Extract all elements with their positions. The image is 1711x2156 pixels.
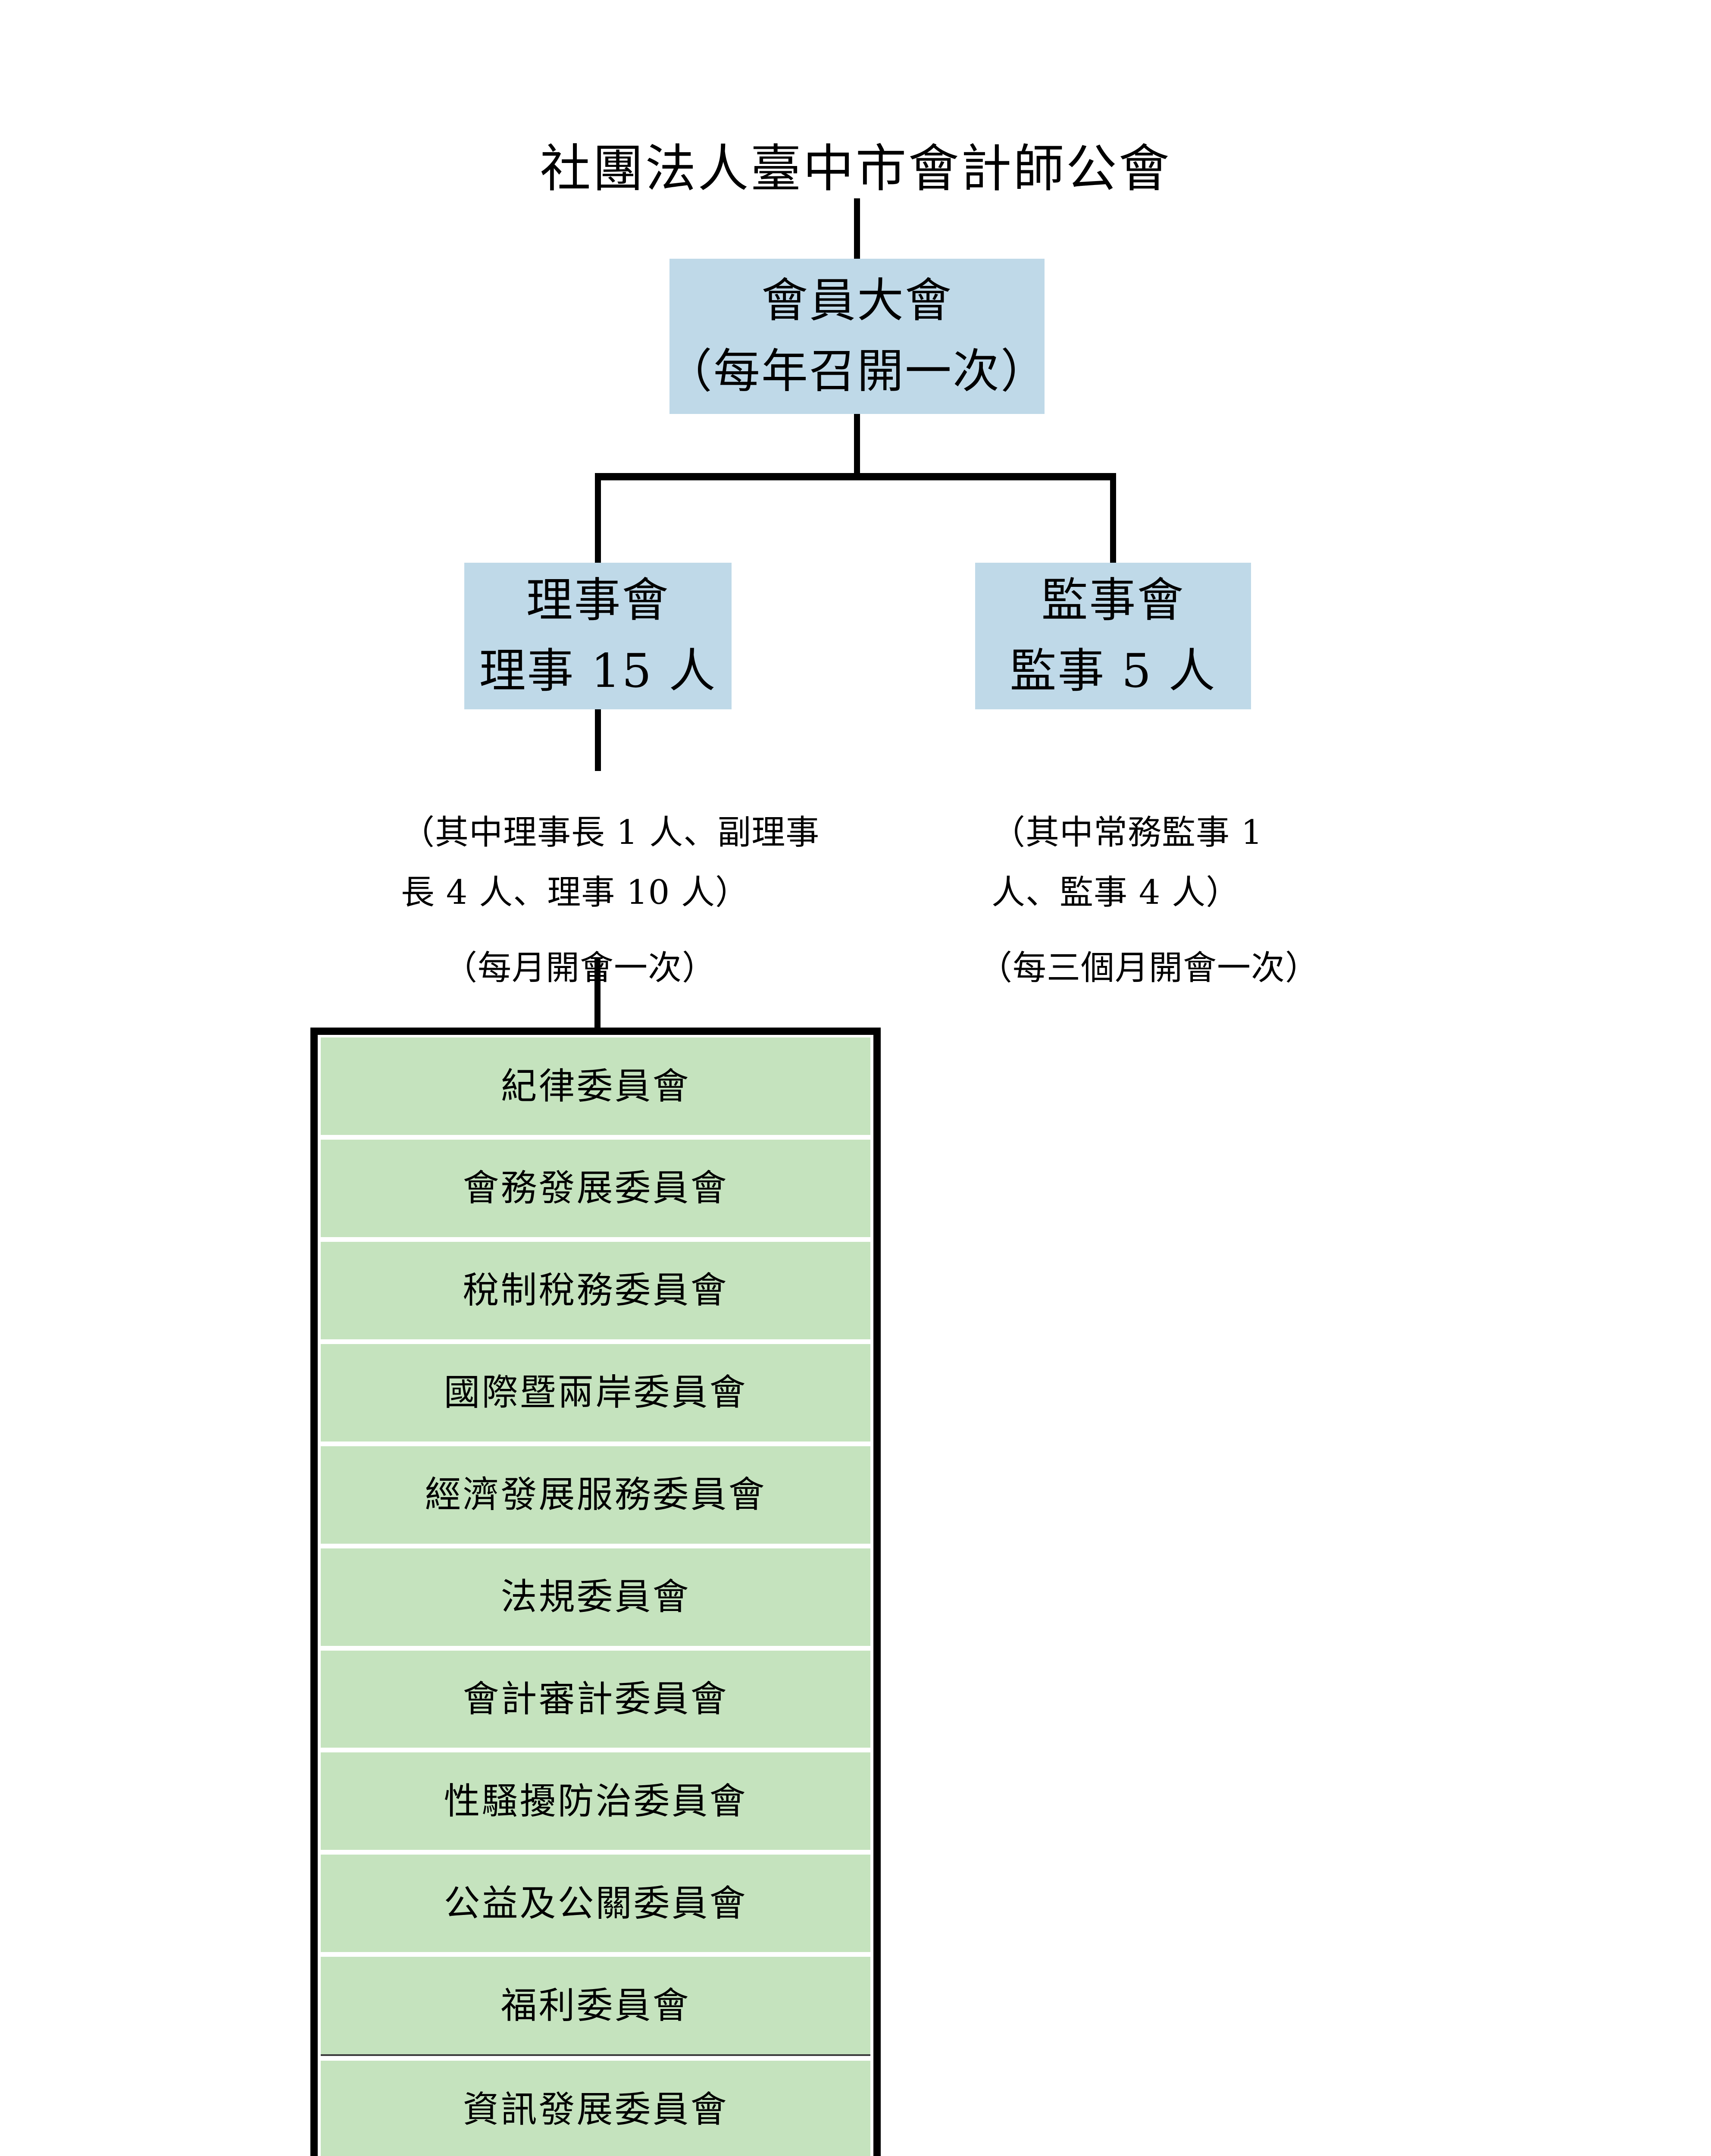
- committee-item[interactable]: 公益及公關委員會: [321, 1855, 870, 1952]
- annotation-board-of-directors: （其中理事長 1 人、副理事長 4 人、理事 10 人） （每月開會一次）: [401, 803, 836, 998]
- committee-item[interactable]: 資訊發展委員會: [321, 2061, 870, 2156]
- committee-item-label: 福利委員會: [500, 1984, 691, 2027]
- committee-item-label: 稅制稅務委員會: [463, 1269, 729, 1312]
- committee-item[interactable]: 紀律委員會: [321, 1037, 870, 1135]
- node-member-assembly-detail: （每年召開一次）: [666, 345, 1049, 398]
- connector-assembly-down: [854, 414, 860, 475]
- committee-item-label: 性騷擾防治委員會: [444, 1780, 748, 1823]
- annotation-supervisors-composition: （其中常務監事 1 人、監事 4 人）: [992, 813, 1263, 912]
- committee-item-label: 資訊發展委員會: [463, 2088, 729, 2131]
- committees-container: 紀律委員會會務發展委員會稅制稅務委員會國際暨兩岸委員會經濟發展服務委員會法規委員…: [310, 1028, 881, 2156]
- annotation-board-of-supervisors: （其中常務監事 1 人、監事 4 人） （每三個月開會一次）: [979, 803, 1319, 998]
- committee-item-label: 公益及公關委員會: [444, 1882, 748, 1924]
- committees-list: 紀律委員會會務發展委員會稅制稅務委員會國際暨兩岸委員會經濟發展服務委員會法規委員…: [321, 1037, 870, 2156]
- annotation-directors-frequency: （每月開會一次）: [443, 948, 716, 987]
- organization-title: 社團法人臺中市會計師公會: [540, 139, 1171, 198]
- committee-item[interactable]: 國際暨兩岸委員會: [321, 1344, 870, 1442]
- committee-item[interactable]: 稅制稅務委員會: [321, 1241, 870, 1339]
- connector-directors-to-committees: [594, 957, 601, 1030]
- node-board-of-directors-label: 理事會: [526, 573, 670, 627]
- committee-item[interactable]: 會計審計委員會: [321, 1650, 870, 1748]
- committee-item[interactable]: 福利委員會: [321, 1957, 870, 2056]
- annotation-directors-composition: （其中理事長 1 人、副理事長 4 人、理事 10 人）: [401, 813, 820, 912]
- connector-title-to-assembly: [854, 198, 860, 260]
- committee-item-label: 法規委員會: [500, 1576, 691, 1618]
- connector-split-left-drop: [595, 473, 601, 564]
- annotation-supervisors-frequency: （每三個月開會一次）: [979, 948, 1320, 987]
- committee-item-label: 經濟發展服務委員會: [425, 1473, 766, 1516]
- node-board-of-supervisors[interactable]: 監事會 監事 5 人: [975, 563, 1251, 709]
- connector-horizontal-split-bar: [595, 473, 1116, 480]
- committee-item[interactable]: 性騷擾防治委員會: [321, 1752, 870, 1850]
- node-board-of-supervisors-label: 監事會: [1041, 573, 1185, 627]
- node-member-assembly-label: 會員大會: [761, 273, 953, 328]
- committee-item-label: 會務發展委員會: [463, 1167, 729, 1210]
- committee-item[interactable]: 經濟發展服務委員會: [321, 1446, 870, 1544]
- committee-item-label: 國際暨兩岸委員會: [444, 1371, 748, 1414]
- committee-item-label: 紀律委員會: [500, 1065, 691, 1107]
- node-board-of-supervisors-detail: 監事 5 人: [1010, 644, 1217, 698]
- node-member-assembly[interactable]: 會員大會 （每年召開一次）: [666, 259, 1049, 414]
- connector-split-right-drop: [1110, 473, 1116, 564]
- connector-directors-down: [595, 709, 601, 771]
- node-board-of-directors-detail: 理事 15 人: [479, 644, 717, 698]
- committee-item[interactable]: 法規委員會: [321, 1548, 870, 1646]
- committee-item-label: 會計審計委員會: [463, 1678, 729, 1720]
- node-board-of-directors[interactable]: 理事會 理事 15 人: [464, 563, 732, 709]
- committee-item[interactable]: 會務發展委員會: [321, 1139, 870, 1237]
